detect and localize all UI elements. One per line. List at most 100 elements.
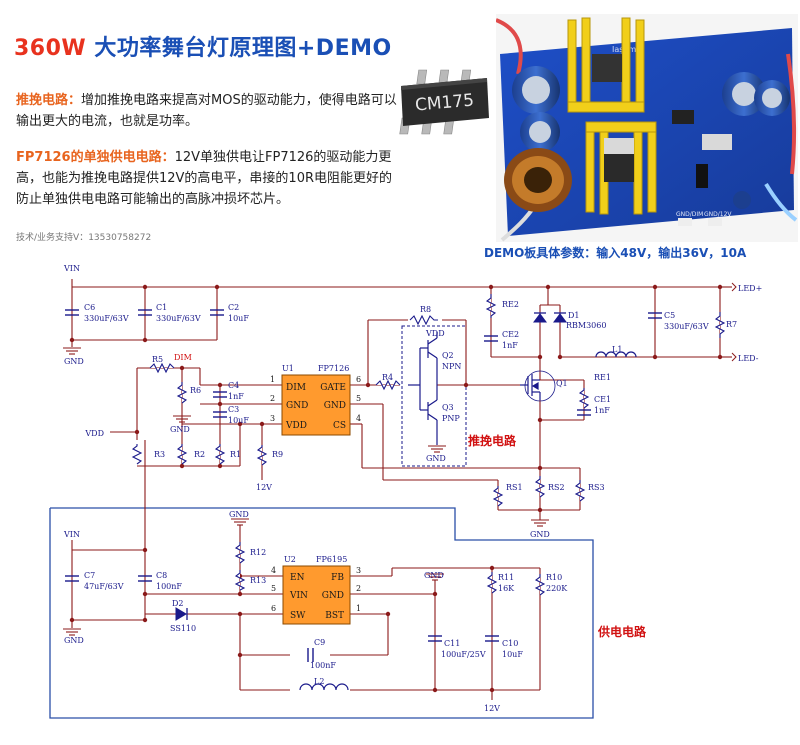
u1-pins: DIM GND VDD GATE GND CS xyxy=(285,383,346,431)
dim-label: DIM xyxy=(174,353,192,362)
l1-ref: L1 xyxy=(612,345,622,354)
r2-resistor xyxy=(176,444,188,465)
u1-pin-gnd-right: GND xyxy=(324,401,346,411)
fp-supply-paragraph: FP7126的单独供电电路：12V单独供电让FP7126的驱动能力更高，也能为推… xyxy=(16,147,400,210)
c7-value: 47uF/63V xyxy=(84,582,124,591)
c11-ref: C11 xyxy=(444,639,460,648)
u2-pin-numbers: 4 5 6 3 2 1 xyxy=(271,566,361,613)
u2-pn-1: 1 xyxy=(356,604,361,613)
q1-mosfet xyxy=(520,370,556,402)
re1-resistor xyxy=(578,388,590,409)
r5-ref: R5 xyxy=(152,355,163,364)
q3-type: PNP xyxy=(442,414,460,423)
r3-resistor xyxy=(131,444,143,465)
title-power: 360W xyxy=(14,36,87,61)
c8-ref: C8 xyxy=(156,571,167,580)
rs3-ref: RS3 xyxy=(588,483,605,492)
demo-board-photo: Iasemi GND/DIM GND/12V xyxy=(495,14,798,242)
q2-type: NPN xyxy=(442,362,461,371)
gnd-label-5: GND xyxy=(64,636,84,645)
re1-ref: RE1 xyxy=(594,373,611,382)
c10-value: 10uF xyxy=(502,650,523,659)
r3-ref: R3 xyxy=(154,450,165,459)
d1a-diode xyxy=(533,313,547,323)
supply-section-frame xyxy=(49,507,594,719)
u2-part: FP6195 xyxy=(316,555,347,564)
q3-ref: Q3 xyxy=(442,403,454,412)
fp-supply-label: FP7126的单独供电电路： xyxy=(16,150,175,165)
u1-pin-gnd-left: GND xyxy=(286,401,308,411)
board-silk-dim: GND/DIM xyxy=(676,211,703,218)
l2-inductor xyxy=(299,683,349,691)
c8-value: 100nF xyxy=(156,582,182,591)
r10-resistor xyxy=(534,574,546,596)
c6-value: 330uF/63V xyxy=(84,314,129,323)
push-pull-section-label: 推挽电路 xyxy=(468,433,517,448)
u2-pin-vin: VIN xyxy=(289,591,308,601)
d1b-diode xyxy=(553,313,567,323)
diodes xyxy=(175,312,567,621)
r11-ref: R11 xyxy=(498,573,514,582)
u2-pn-6: 6 xyxy=(271,604,276,613)
u2-pn-5: 5 xyxy=(271,584,276,593)
v12-label: 12V xyxy=(256,483,272,492)
rs1-resistor xyxy=(492,486,504,507)
contact-line: 技术/业务支持V：13530758272 xyxy=(16,233,152,243)
c9-ref: C9 xyxy=(314,638,325,647)
vdd-label-2: VDD xyxy=(425,329,445,338)
title-text: 大功率舞台灯原理图+DEMO xyxy=(94,36,392,61)
push-pull-label: 推挽电路： xyxy=(16,93,82,108)
l2-ref: L2 xyxy=(314,677,324,686)
u1-pin-cs: CS xyxy=(333,421,346,431)
demo-params: DEMO板具体参数：输入48V，输出36V，10A xyxy=(484,246,747,260)
r13-resistor xyxy=(234,570,246,591)
r9-ref: R9 xyxy=(272,450,283,459)
c5-value: 330uF/63V xyxy=(664,322,709,331)
c7-ref: C7 xyxy=(84,571,95,580)
u2-pn-2: 2 xyxy=(356,584,361,593)
fp-supply-text: 12V单独供电让FP7126的驱动能力更高，也能为推挽电路提供12V的高电平，串… xyxy=(16,150,393,207)
r9-resistor xyxy=(256,445,268,466)
u1-pn-1: 1 xyxy=(270,375,275,384)
gnd-label-7: GND xyxy=(424,571,444,580)
l1-inductor xyxy=(595,351,637,358)
u2-pn-4: 4 xyxy=(271,566,276,575)
q2-ref: Q2 xyxy=(442,351,454,360)
vin-label-2: VIN xyxy=(63,530,80,539)
r11-resistor xyxy=(486,572,498,594)
ce1-ref: CE1 xyxy=(594,395,611,404)
c5-ref: C5 xyxy=(664,311,675,320)
u1-pn-2: 2 xyxy=(270,394,275,403)
u1-pin-vdd: VDD xyxy=(285,421,307,431)
board-silk-12v: GND/12V xyxy=(704,211,732,218)
c9-value: 100nF xyxy=(310,661,336,670)
u2-pin-sw: SW xyxy=(290,611,306,621)
led-terminals xyxy=(731,282,737,362)
r12-ref: R12 xyxy=(250,548,266,557)
r13-ref: R13 xyxy=(250,576,266,585)
r6-ref: R6 xyxy=(190,386,201,395)
d2-value: SS110 xyxy=(170,624,196,633)
re2-resistor xyxy=(485,294,497,318)
r10-ref: R10 xyxy=(546,573,562,582)
d2-diode xyxy=(175,607,187,621)
v12-label-2: 12V xyxy=(484,704,500,713)
push-pull-frame xyxy=(401,325,467,467)
vin-label: VIN xyxy=(63,264,80,273)
c11-value: 100uF/25V xyxy=(441,650,486,659)
r8-resistor xyxy=(409,314,438,326)
gnd-label-3: GND xyxy=(426,454,446,463)
rs1-ref: RS1 xyxy=(506,483,523,492)
rs2-resistor xyxy=(534,476,546,498)
u1-pin-gate: GATE xyxy=(320,383,346,393)
r1-ref: R1 xyxy=(230,450,241,459)
c3-ref: C3 xyxy=(228,405,239,414)
r8-ref: R8 xyxy=(420,305,431,314)
c2-value: 10uF xyxy=(228,314,249,323)
d1-value: RBM3060 xyxy=(566,321,606,330)
u2-pins: EN VIN SW FB GND BST xyxy=(289,573,344,621)
r1-resistor xyxy=(214,444,226,465)
c1-ref: C1 xyxy=(156,303,167,312)
r11-value: 16K xyxy=(498,584,515,593)
r4-resistor xyxy=(375,379,401,391)
